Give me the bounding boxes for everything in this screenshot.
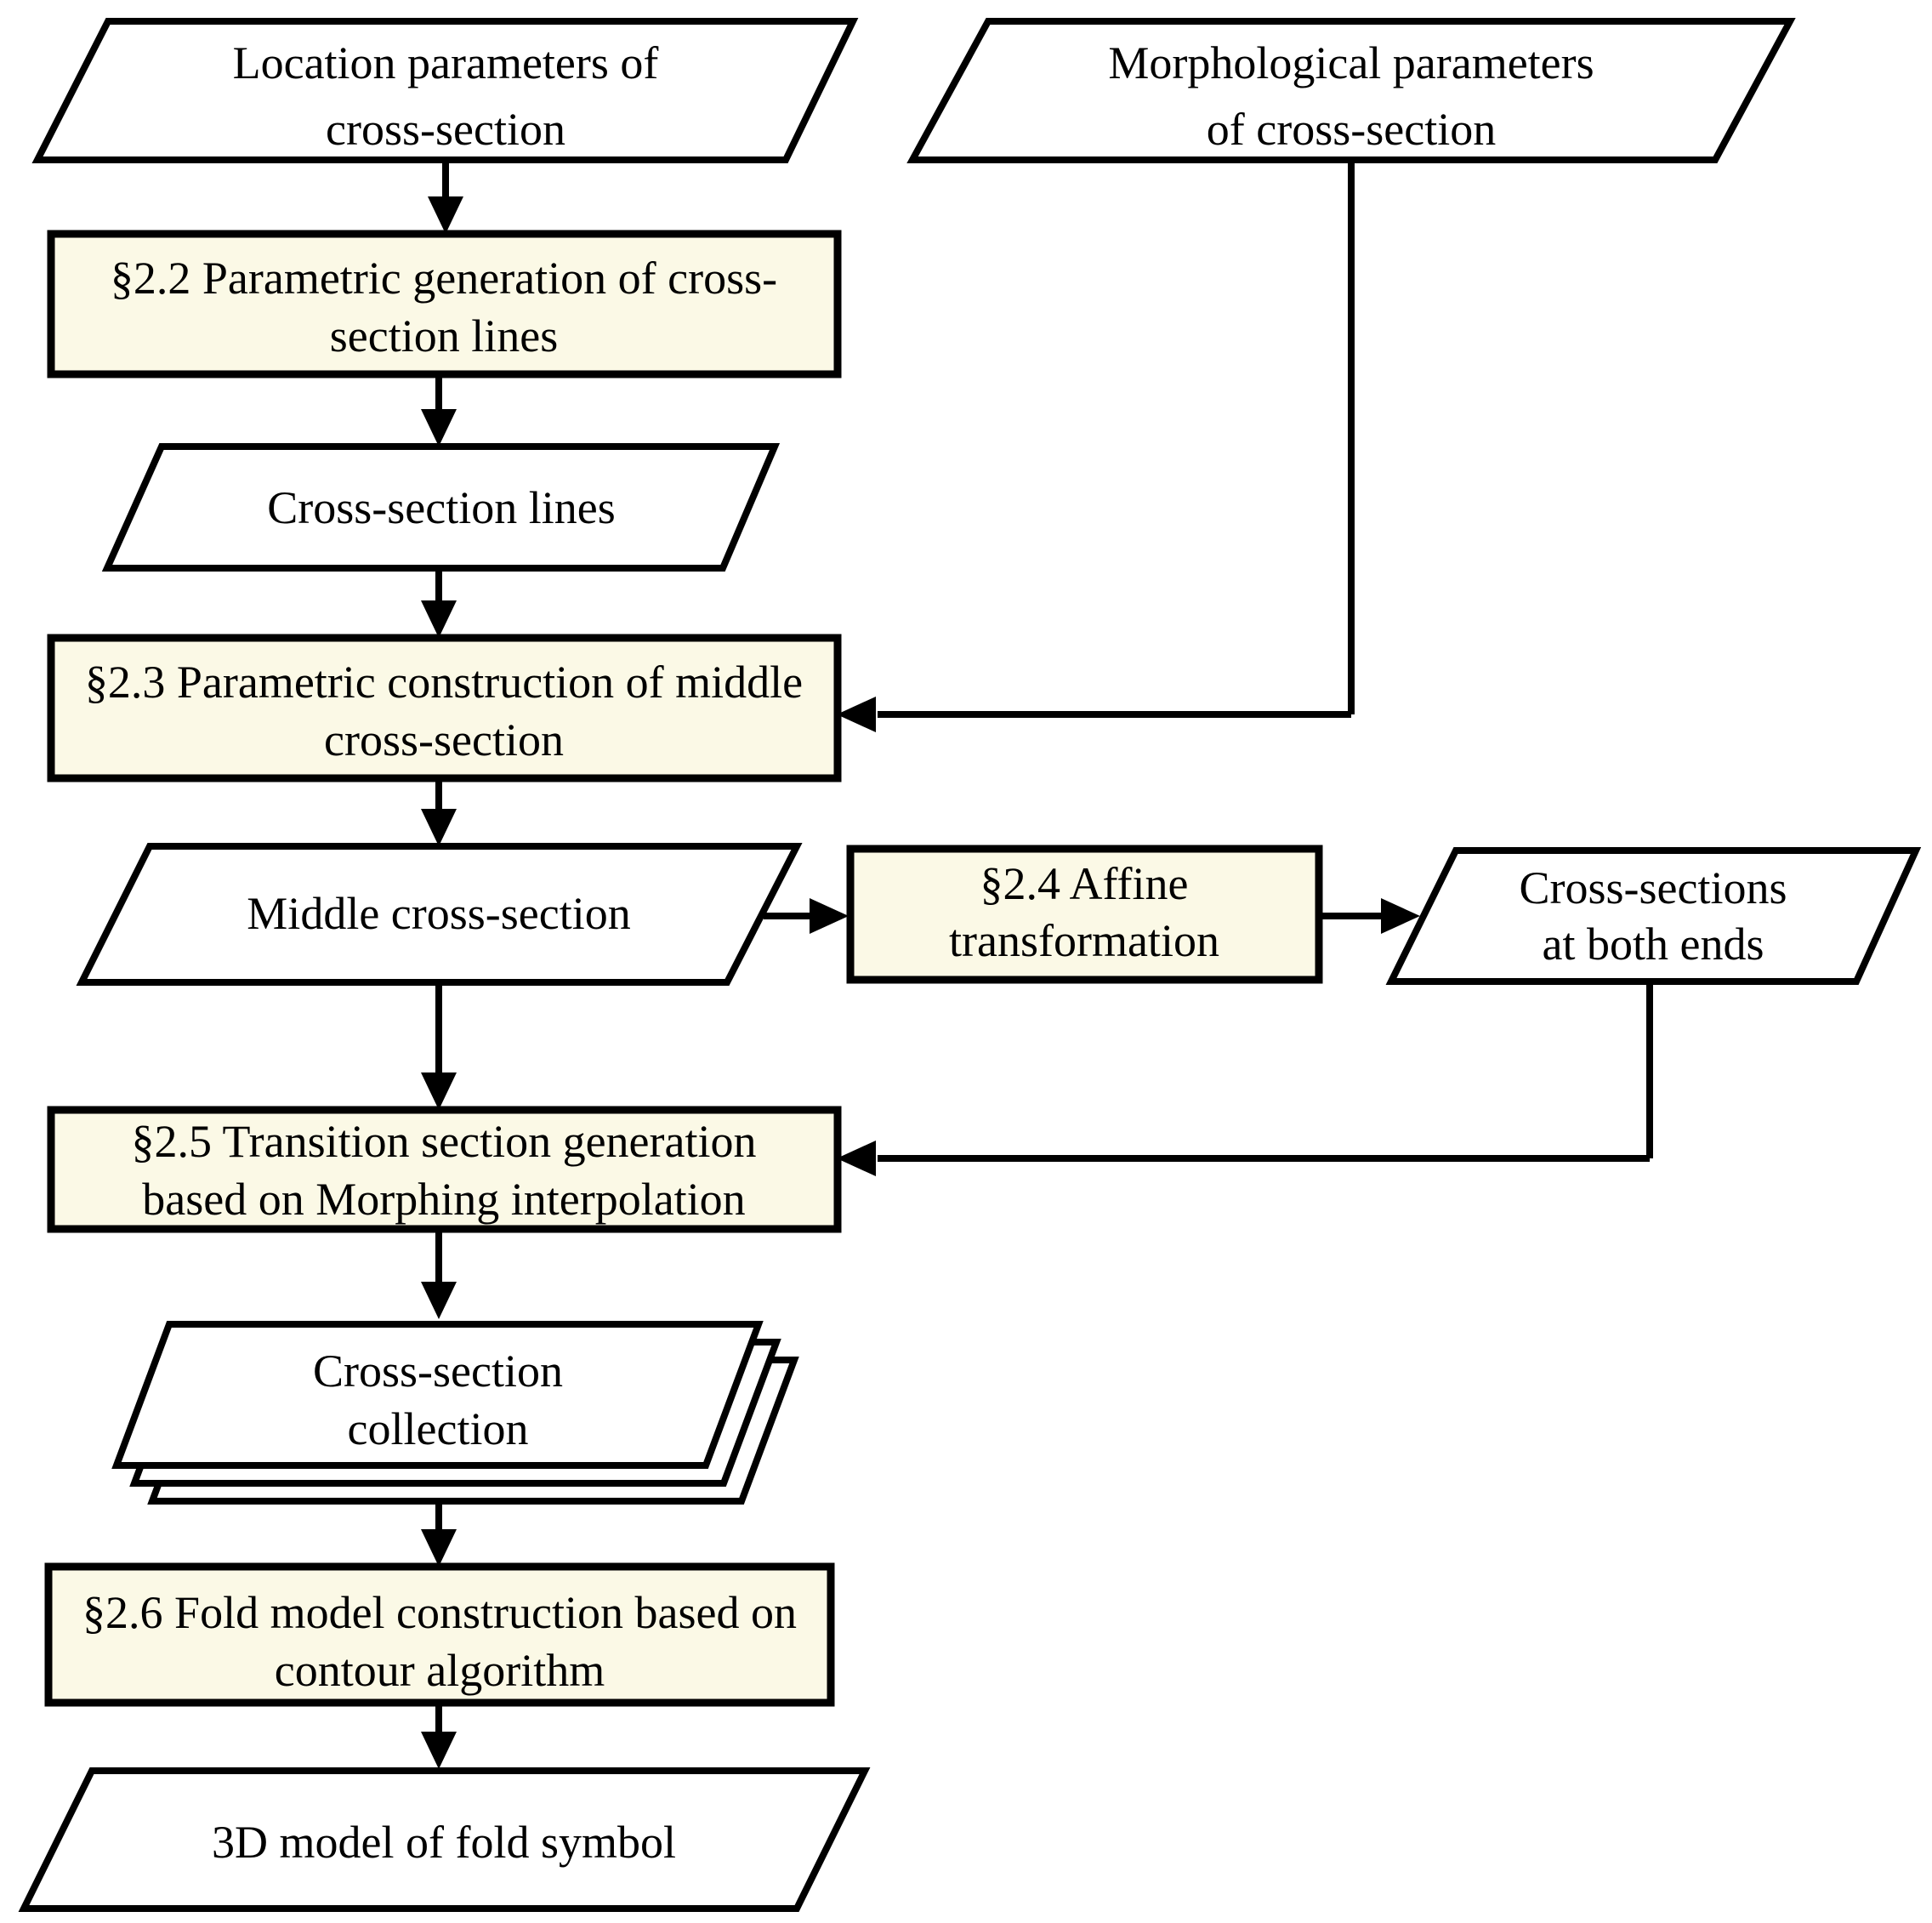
node-morphological-parameters-line1: Morphological parameters (1108, 37, 1594, 88)
arrowhead-collection-to-s26 (421, 1529, 457, 1567)
arrowhead-location-to-s22 (428, 196, 463, 234)
node-middle-cross-section (76, 843, 803, 986)
node-cross-sections-both-ends (1385, 847, 1922, 985)
node-s25-line1: §2.5 Transition section generation (132, 1116, 757, 1167)
node-s22-line1: §2.2 Parametric generation of cross- (111, 253, 777, 304)
node-cross-sections-both-ends-line1: Cross-sections (1520, 862, 1787, 913)
node-location-parameters-line1: Location parameters of (233, 37, 659, 88)
node-s23-line1: §2.3 Parametric construction of middle (85, 657, 803, 708)
arrowhead-s22-to-lines (421, 409, 457, 447)
node-morphological-parameters (906, 18, 1796, 163)
node-s26-fold-model-construction (44, 1562, 835, 1707)
arrowhead-s23-to-middle (421, 809, 457, 846)
arrowhead-morph-to-s23 (837, 697, 876, 732)
node-location-parameters-line2: cross-section (326, 104, 565, 155)
arrowhead-s26-to-model (421, 1732, 457, 1769)
node-cross-section-collection-line1: Cross-section (313, 1346, 563, 1397)
node-location-parameters (31, 18, 859, 163)
node-middle-cross-section-line1: Middle cross-section (247, 888, 630, 939)
node-cross-section-lines-line1: Cross-section lines (267, 482, 615, 533)
node-s26-line1: §2.6 Fold model construction based on (82, 1587, 797, 1638)
node-s25-transition-section (47, 1106, 842, 1233)
arrowhead-s24-to-ends (1381, 898, 1420, 934)
node-3d-model-fold-symbol-line1: 3D model of fold symbol (212, 1817, 676, 1868)
node-s24-line2: transformation (949, 915, 1219, 966)
arrowhead-middle-to-s25 (421, 1072, 457, 1110)
node-s25-line2: based on Morphing interpolation (142, 1174, 745, 1225)
node-s22-line2: section lines (330, 310, 558, 361)
node-s24-affine-transformation (846, 845, 1323, 984)
arrowhead-s25-to-collection (421, 1282, 457, 1319)
node-morphological-parameters-line2: of cross-section (1207, 104, 1496, 155)
node-s23-parametric-construction (47, 634, 842, 782)
node-s23-line2: cross-section (324, 714, 564, 765)
arrowhead-lines-to-s23 (421, 600, 457, 638)
node-s24-line1: §2.4 Affine (980, 858, 1189, 909)
node-s22-parametric-generation (47, 230, 842, 378)
arrowhead-ends-to-s25 (837, 1141, 876, 1176)
node-cross-sections-both-ends-line2: at both ends (1543, 919, 1764, 970)
arrowhead-middle-to-s24 (810, 898, 849, 934)
node-s26-line2: contour algorithm (275, 1645, 605, 1696)
node-cross-section-collection (111, 1321, 764, 1469)
node-3d-model-fold-symbol (18, 1767, 871, 1912)
node-cross-section-collection-line2: collection (348, 1403, 529, 1454)
node-cross-section-lines (101, 443, 781, 572)
